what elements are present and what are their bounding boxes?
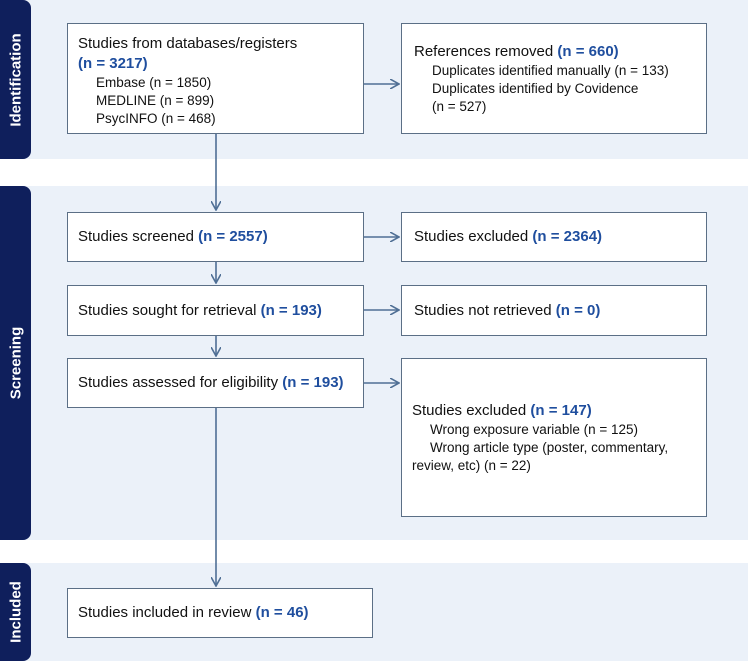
excluded-2-item-exposure: Wrong exposure variable (n = 125) bbox=[430, 422, 638, 437]
sought-count: (n = 193) bbox=[260, 301, 322, 319]
database-item-psycinfo: PsycINFO (n = 468) bbox=[96, 111, 216, 126]
identification-stage-label: Identification bbox=[0, 0, 31, 159]
sought-label: Studies sought for retrieval bbox=[78, 301, 261, 319]
removed-title: References removed bbox=[414, 43, 558, 60]
assessed-label: Studies assessed for eligibility bbox=[78, 374, 283, 391]
removed-item-covidence-count: (n = 527) bbox=[432, 99, 487, 114]
removed-item-covidence: Duplicates identified by Covidence bbox=[432, 81, 639, 96]
database-item-embase: Embase (n = 1850) bbox=[96, 75, 212, 90]
assessed-box: Studies assessed for eligibility (n = 19… bbox=[67, 358, 364, 408]
included-label: Studies included in review bbox=[78, 604, 256, 621]
excluded-1-label: Studies excluded bbox=[414, 228, 533, 245]
not-retrieved-box: Studies not retrieved (n = 0) bbox=[401, 285, 707, 336]
assessed-count: (n = 193) bbox=[282, 374, 344, 391]
included-review-box: Studies included in review (n = 46) bbox=[67, 588, 373, 638]
sought-box: Studies sought for retrieval (n = 193) bbox=[67, 285, 364, 336]
removed-item-manual: Duplicates identified manually (n = 133) bbox=[432, 63, 669, 78]
excluded-2-item-article-type-cont: review, etc) (n = 22) bbox=[412, 458, 531, 473]
screened-box: Studies screened (n = 2557) bbox=[67, 212, 364, 262]
removed-count: (n = 660) bbox=[557, 43, 619, 60]
database-item-medline: MEDLINE (n = 899) bbox=[96, 93, 215, 108]
excluded-2-item-article-type: Wrong article type (poster, commentary, bbox=[430, 440, 669, 455]
excluded-1-count: (n = 2364) bbox=[532, 228, 603, 245]
not-retrieved-count: (n = 0) bbox=[555, 301, 601, 319]
excluded-2-label: Studies excluded bbox=[412, 402, 531, 419]
screening-stage-label: Screening bbox=[0, 186, 31, 540]
databases-count: (n = 3217) bbox=[78, 55, 148, 72]
excluded-2-count: (n = 147) bbox=[530, 402, 592, 419]
databases-box: Studies from databases/registers (n = 32… bbox=[67, 23, 364, 134]
excluded-box-1: Studies excluded (n = 2364) bbox=[401, 212, 707, 262]
screened-label: Studies screened bbox=[78, 228, 199, 245]
included-count: (n = 46) bbox=[255, 604, 309, 621]
references-removed-box: References removed (n = 660) Duplicates … bbox=[401, 23, 707, 134]
not-retrieved-label: Studies not retrieved bbox=[414, 301, 556, 319]
excluded-box-2: Studies excluded (n = 147) Wrong exposur… bbox=[401, 358, 707, 517]
included-stage-label: Included bbox=[0, 563, 31, 661]
screened-count: (n = 2557) bbox=[198, 228, 268, 245]
databases-title: Studies from databases/registers bbox=[78, 35, 298, 52]
